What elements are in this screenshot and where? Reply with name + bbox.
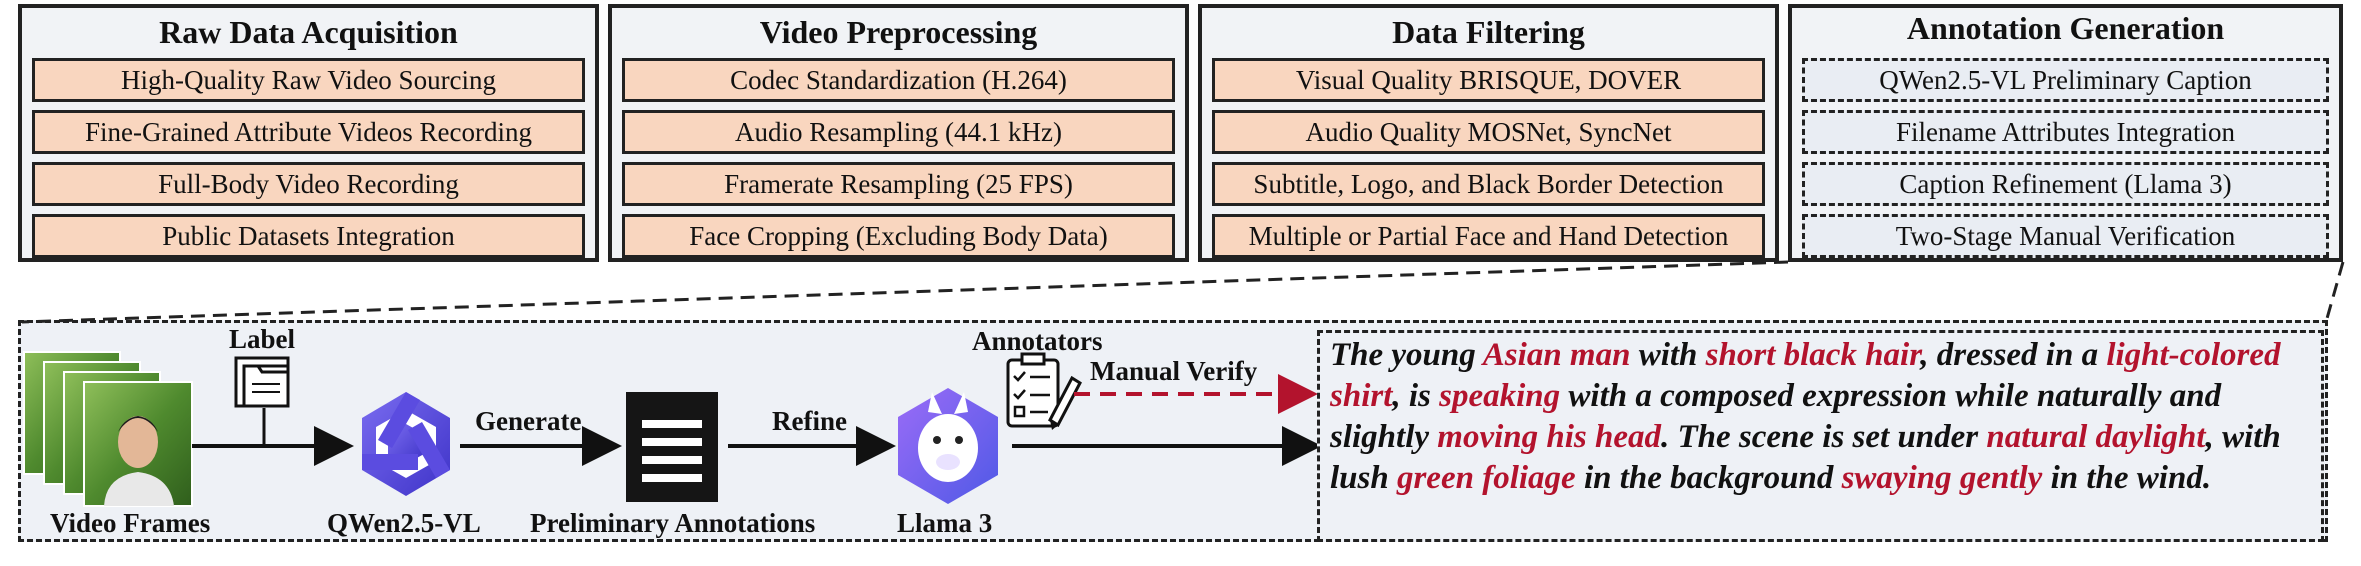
caption-highlight: short black hair [1705, 337, 1921, 373]
panel-item: Codec Standardization (H.264) [622, 58, 1175, 102]
label-llama: Llama 3 [897, 508, 993, 538]
caption-highlight: swaying gently [1841, 460, 2043, 496]
caption-segment: , with lush [1330, 419, 2281, 496]
panel-item: Two-Stage Manual Verification [1802, 214, 2329, 258]
panel-item: High-Quality Raw Video Sourcing [32, 58, 585, 102]
caption-segment: with [1630, 337, 1706, 373]
panel-item: Face Cropping (Excluding Body Data) [622, 214, 1175, 258]
panel-item: Framerate Resampling (25 FPS) [622, 162, 1175, 206]
caption-highlight: moving his head [1437, 419, 1661, 455]
panel-item: Subtitle, Logo, and Black Border Detecti… [1212, 162, 1765, 206]
label-preliminary-annotations: Preliminary Annotations [530, 508, 816, 538]
caption-segment: with a composed expression while natural… [1330, 378, 2222, 455]
qwen-logo-icon [362, 392, 450, 496]
panel-annotation-generation: Annotation Generation QWen2.5-VL Prelimi… [1788, 4, 2343, 262]
panel-title: Raw Data Acquisition [159, 14, 458, 50]
caption-highlight: light-colored shirt [1330, 337, 2281, 414]
label-annotators: Annotators [972, 326, 1103, 356]
caption-segment: , is [1392, 378, 1440, 414]
caption-segment: in the wind. [2042, 460, 2212, 496]
label-refine: Refine [772, 406, 847, 436]
caption-segment: The young [1330, 337, 1483, 373]
caption-highlight: speaking [1439, 378, 1561, 414]
panel-item: Public Datasets Integration [32, 214, 585, 258]
connector-line-right [2324, 261, 2345, 323]
caption-segment: in the background [1575, 460, 1842, 496]
label-manual-verify: Manual Verify [1090, 356, 1258, 386]
panel-item: Full-Body Video Recording [32, 162, 585, 206]
panel-item: Fine-Grained Attribute Videos Recording [32, 110, 585, 154]
caption-highlight: natural daylight [1986, 419, 2206, 455]
caption-segment: , dressed in a [1920, 337, 2107, 373]
caption-highlight: Asian man [1482, 337, 1631, 373]
panel-video-preprocessing: Video Preprocessing Codec Standardizatio… [608, 4, 1189, 262]
checklist-icon [1006, 352, 1082, 430]
panel-item: Audio Quality MOSNet, SyncNet [1212, 110, 1765, 154]
panel-raw-data-acquisition: Raw Data Acquisition High-Quality Raw Vi… [18, 4, 599, 262]
folder-icon [234, 356, 290, 408]
panel-item: QWen2.5-VL Preliminary Caption [1802, 58, 2329, 102]
label-label: Label [229, 324, 296, 354]
video-frames-icon [23, 351, 193, 507]
caption-segment: . The scene is set under [1660, 419, 1987, 455]
connector-line-left [21, 260, 1789, 324]
label-qwen: QWen2.5-VL [327, 508, 481, 538]
caption-text: The young Asian man with short black hai… [1330, 335, 2315, 499]
label-video-frames: Video Frames [50, 508, 211, 538]
document-icon [626, 392, 718, 502]
panel-title: Annotation Generation [1906, 10, 2225, 46]
caption-highlight: green foliage [1396, 460, 1576, 496]
llama-logo-icon [898, 388, 998, 504]
panel-item: Caption Refinement (Llama 3) [1802, 162, 2329, 206]
panel-item: Filename Attributes Integration [1802, 110, 2329, 154]
panel-item: Multiple or Partial Face and Hand Detect… [1212, 214, 1765, 258]
caption-box: The young Asian man with short black hai… [1317, 330, 2324, 542]
label-generate: Generate [475, 406, 582, 436]
panel-data-filtering: Data Filtering Visual Quality BRISQUE, D… [1198, 4, 1779, 262]
panel-title: Video Preprocessing [759, 14, 1038, 50]
panel-title: Data Filtering [1392, 14, 1585, 50]
panel-item: Audio Resampling (44.1 kHz) [622, 110, 1175, 154]
panel-item: Visual Quality BRISQUE, DOVER [1212, 58, 1765, 102]
